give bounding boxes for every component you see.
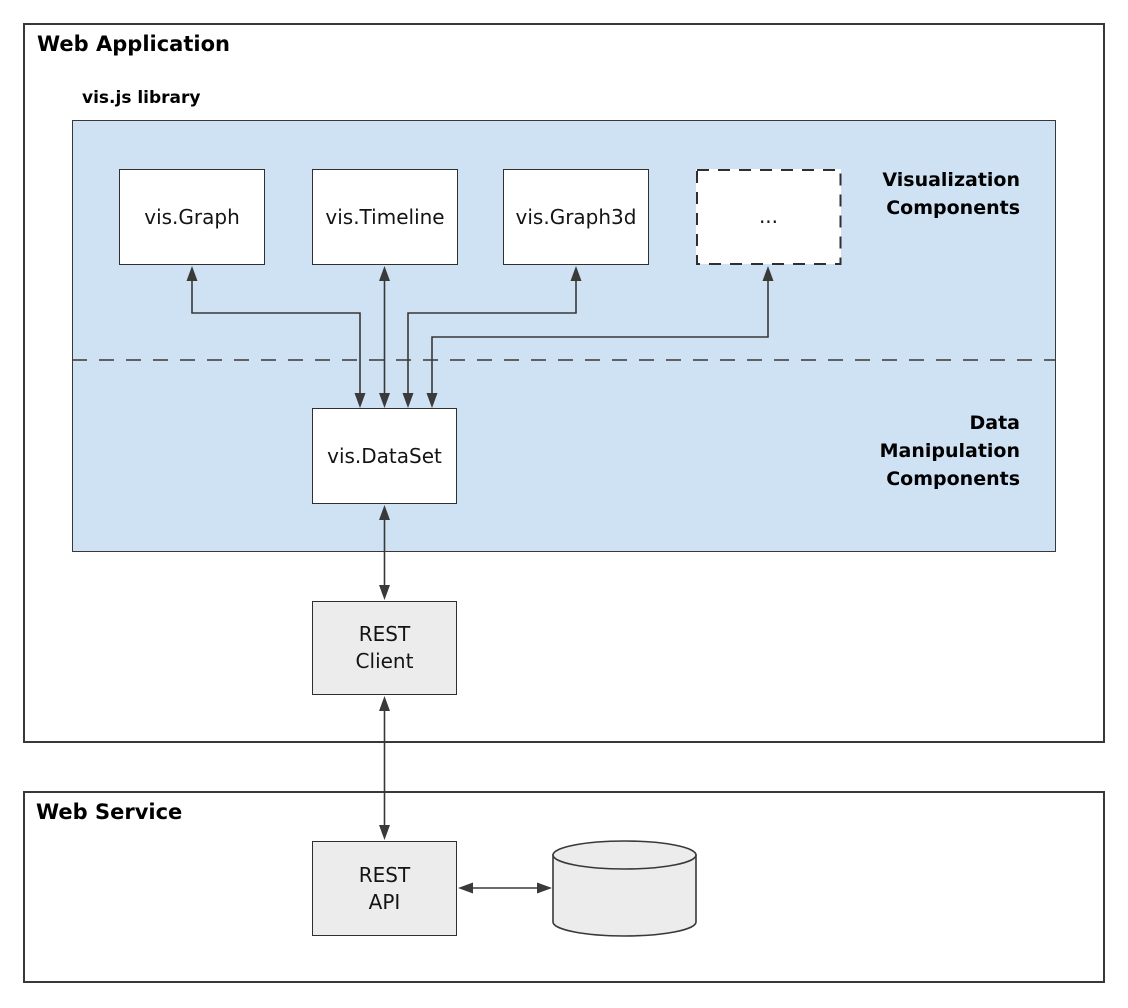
web-service-title: Web Service [36, 800, 183, 824]
visualization-components-label: Visualization Components [882, 169, 1020, 219]
node-rest-api: REST API [312, 841, 457, 936]
node-vis-graph3d: vis.Graph3d [503, 169, 649, 265]
node-data-store-label: Data [600, 881, 649, 905]
visjs-library-title: vis.js library [82, 88, 201, 108]
data-manipulation-components-label: Data Manipulation Components [879, 412, 1020, 490]
node-rest-client: REST Client [312, 601, 457, 695]
web-application-title: Web Application [37, 32, 230, 56]
node-vis-timeline: vis.Timeline [312, 169, 458, 265]
node-vis-graph: vis.Graph [119, 169, 265, 265]
node-vis-dataset: vis.DataSet [312, 408, 457, 504]
